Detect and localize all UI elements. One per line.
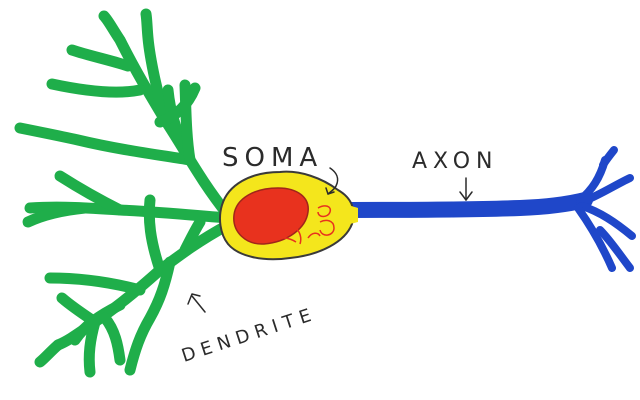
axon-label: AXON: [412, 149, 499, 174]
soma: [219, 170, 358, 261]
axon: [332, 146, 636, 272]
soma-label: SOMA: [222, 143, 323, 173]
dendrite-pointer-arrow: [191, 295, 206, 313]
soma-pointer-arrow: [327, 167, 339, 195]
pointer-arrows: [187, 167, 473, 313]
dendrite-label: DENDRITE: [179, 303, 319, 366]
nucleus: [233, 187, 309, 245]
dendrite-tree: [14, 8, 234, 378]
